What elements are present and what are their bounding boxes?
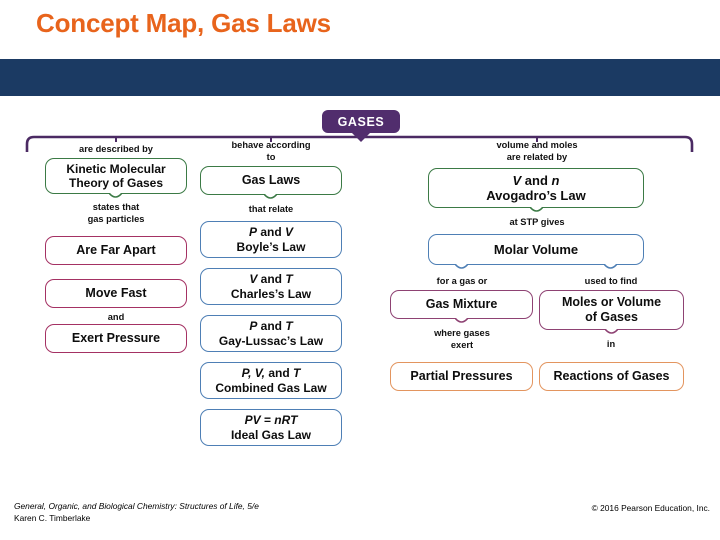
box-line-1: Exert Pressure — [71, 331, 161, 346]
box-charles-law: V and T Charles’s Law — [200, 268, 342, 305]
connector-tab — [604, 264, 617, 269]
caption-line-2: to — [266, 151, 276, 162]
caption-that-relate: that relate — [248, 204, 294, 214]
box-move-fast: Move Fast — [45, 279, 187, 308]
concept-map: GASES are described by Kinetic Molecular… — [0, 96, 720, 476]
box-line-2: Charles’s Law — [230, 286, 312, 301]
box-line-1: Reactions of Gases — [553, 369, 670, 384]
box-line-2: Ideal Gas Law — [230, 427, 312, 442]
root-node-label: GASES — [337, 114, 385, 129]
header-band — [0, 59, 720, 96]
caption-states-that: states that gas particles — [46, 202, 186, 225]
caption-and: and — [107, 312, 125, 322]
connector-tab — [455, 264, 468, 269]
footer-copyright: © 2016 Pearson Education, Inc. — [591, 503, 710, 513]
caption-at-stp-gives: at STP gives — [509, 217, 565, 227]
caption-where-gases-exert: where gases exert — [392, 328, 532, 351]
box-partial-pressures: Partial Pressures — [390, 362, 533, 391]
box-are-far-apart: Are Far Apart — [45, 236, 187, 265]
connector-tab — [264, 194, 277, 199]
box-avogadros-law: V and n Avogadro’s Law — [428, 168, 644, 208]
box-line-2: Boyle’s Law — [236, 239, 306, 254]
caption-used-to-find: used to find — [584, 276, 638, 286]
box-line-2: Theory of Gases — [68, 176, 164, 190]
box-gas-laws: Gas Laws — [200, 166, 342, 195]
box-line-1: P and T — [249, 319, 293, 334]
box-ideal-gas-law: PV = nRT Ideal Gas Law — [200, 409, 342, 446]
caption-are-described-by: are described by — [79, 144, 153, 154]
box-line-1: P and V — [248, 225, 294, 240]
caption-for-a-gas-or: for a gas or — [436, 276, 488, 286]
box-line-1: Move Fast — [85, 286, 147, 301]
page-title: Concept Map, Gas Laws — [36, 8, 331, 38]
box-boyles-law: P and V Boyle’s Law — [200, 221, 342, 258]
root-node-pointer — [352, 133, 370, 142]
box-line-1: P, V, and T — [241, 366, 301, 381]
box-line-1: Kinetic Molecular — [66, 161, 166, 176]
footer-book-title: General, Organic, and Biological Chemist… — [14, 501, 259, 511]
box-moles-or-volume-of-gases: Moles or Volume of Gases — [539, 290, 684, 330]
caption-line-1: states that — [92, 202, 140, 212]
footer-author: Karen C. Timberlake — [14, 513, 91, 524]
box-line-1: V and T — [249, 272, 293, 287]
caption-line-2: exert — [450, 339, 474, 350]
box-exert-pressure: Exert Pressure — [45, 324, 187, 353]
box-molar-volume: Molar Volume — [428, 234, 644, 265]
box-line-1: Partial Pressures — [410, 369, 513, 384]
box-line-2: Gay-Lussac’s Law — [218, 333, 324, 348]
box-line-2: Combined Gas Law — [215, 380, 327, 395]
caption-in: in — [606, 339, 616, 349]
caption-line-2: gas particles — [87, 213, 145, 224]
connector-tab — [455, 318, 468, 323]
box-line-1: Gas Laws — [241, 173, 301, 188]
box-combined-gas-law: P, V, and T Combined Gas Law — [200, 362, 342, 399]
connector-tab — [605, 329, 618, 334]
box-line-1: Moles or Volume — [561, 295, 662, 310]
box-kinetic-molecular-theory: Kinetic Molecular Theory of Gases — [45, 158, 187, 194]
box-line-1: Molar Volume — [493, 241, 579, 257]
connector-tab — [530, 207, 543, 212]
box-line-1: Are Far Apart — [76, 243, 156, 258]
box-gas-mixture: Gas Mixture — [390, 290, 533, 319]
connector-tab — [109, 193, 122, 198]
caption-volume-and-moles: volume and moles are related by — [467, 140, 607, 163]
box-line-2: of Gases — [585, 310, 638, 324]
footer-citation: General, Organic, and Biological Chemist… — [14, 500, 259, 524]
caption-line-1: behave according — [231, 140, 311, 150]
box-line-1: V and n — [512, 172, 560, 188]
box-line-1: Gas Mixture — [425, 297, 498, 312]
box-gay-lussacs-law: P and T Gay-Lussac’s Law — [200, 315, 342, 352]
box-reactions-of-gases: Reactions of Gases — [539, 362, 684, 391]
box-line-1: PV = nRT — [244, 413, 298, 428]
caption-line-1: volume and moles — [496, 140, 578, 150]
box-line-2: Avogadro’s Law — [486, 188, 586, 203]
caption-line-1: where gases — [434, 328, 490, 338]
root-node-gases: GASES — [322, 110, 400, 133]
caption-behave-according-to: behave according to — [201, 140, 341, 163]
caption-line-2: are related by — [506, 151, 568, 162]
